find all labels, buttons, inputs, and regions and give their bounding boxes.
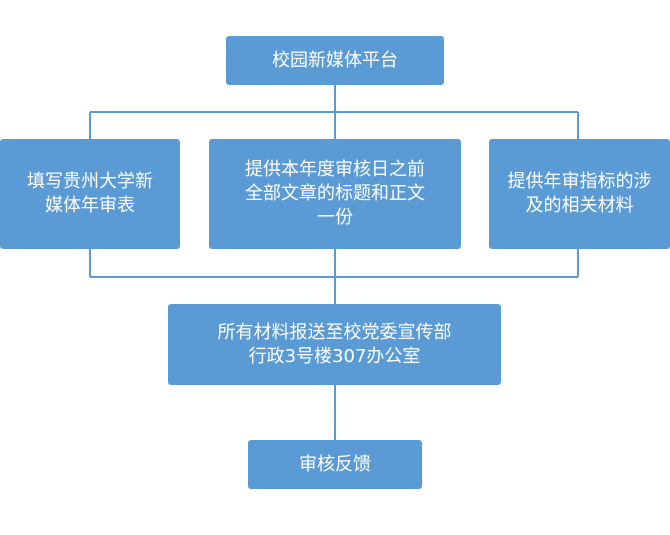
review-feedback-box: 审核反馈 [248,440,422,489]
submit-materials-box: 所有材料报送至校党委宣传部 行政3号楼307办公室 [168,304,501,385]
articles-box: 提供本年度审核日之前 全部文章的标题和正文 一份 [209,139,461,249]
materials-box: 提供年审指标的涉 及的相关材料 [489,139,670,249]
platform-box: 校园新媒体平台 [226,36,444,85]
fill-form-box: 填写贵州大学新 媒体年审表 [0,139,180,249]
